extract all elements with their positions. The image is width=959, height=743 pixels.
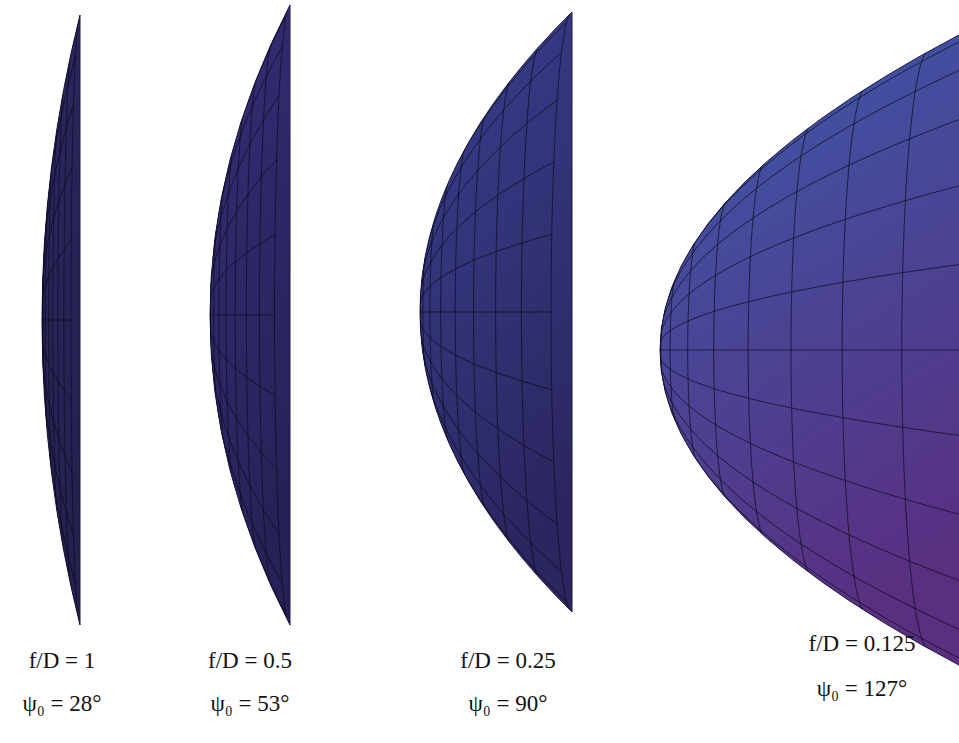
focal-ratio-label: f/D = 0.125 [809,630,916,658]
focal-ratio-label: f/D = 0.25 [460,647,555,675]
paraboloid-dish [659,14,959,686]
half-angle-label: ψ₀ = 90° [468,690,547,718]
paraboloid-dish [42,15,81,625]
half-angle-label: ψ₀ = 28° [22,690,101,718]
focal-ratio-label: f/D = 1 [29,647,96,675]
focal-ratio-label: f/D = 0.5 [208,647,292,675]
half-angle-label: ψ₀ = 53° [210,690,289,718]
half-angle-label: ψ₀ = 127° [817,675,908,703]
paraboloid-dish [419,12,572,612]
paraboloid-dish [209,5,290,625]
